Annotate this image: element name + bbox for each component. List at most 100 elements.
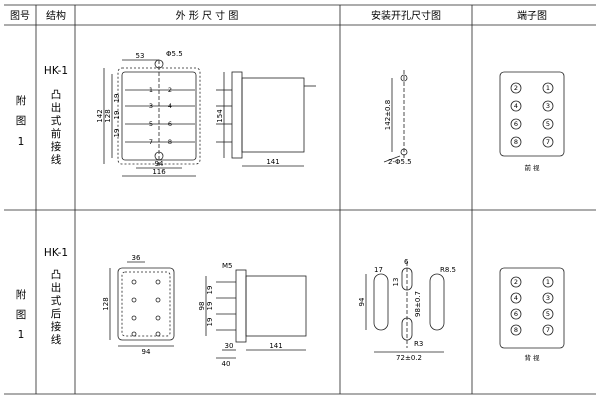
pin-label: 8 — [168, 138, 172, 146]
row2-body-outline — [117, 267, 175, 341]
terminal-label: 6 — [514, 310, 518, 318]
terminal-frame — [499, 71, 565, 157]
terminal-frame — [499, 267, 565, 349]
dim-label: R8.5 — [440, 266, 456, 274]
row1-side-labels: 154 141 — [216, 109, 280, 166]
header-mounting: 安装开孔尺寸图 — [371, 9, 441, 22]
dim-label: 19 — [113, 129, 121, 138]
pin-label: 2 — [168, 86, 172, 94]
header-dimensions: 外 形 尺 寸 图 — [176, 9, 239, 22]
row1-structure-char: 前 — [51, 127, 62, 140]
row2-cover-outline — [121, 271, 171, 337]
row1-terminal-diagram: 2 1 4 3 6 5 8 7 前 视 — [499, 71, 565, 172]
header-structure: 结构 — [46, 9, 66, 22]
row2-terminal-labels: 2 1 4 3 6 5 8 7 — [514, 278, 550, 334]
row2-terminal-diagram: 2 1 4 3 6 5 8 7 背 视 — [499, 267, 565, 362]
row2-fig-char: 附 — [16, 288, 27, 301]
row2-side-body — [245, 275, 307, 337]
table-header: 图号 结构 外 形 尺 寸 图 安装开孔尺寸图 端子图 — [10, 9, 547, 22]
row1-side-view: 154 141 — [216, 71, 316, 167]
row1-structure-char: 凸 — [51, 89, 62, 101]
terminal-label: 7 — [546, 138, 550, 146]
row2-side-view: M5 98 19 19 19 30 40 141 — [198, 262, 307, 368]
dim-label: 13 — [392, 278, 400, 287]
pin-label: 6 — [168, 120, 172, 128]
dim-label: 94 — [358, 297, 366, 306]
row1-pin-labels: 1 2 3 4 5 6 7 8 — [149, 86, 172, 146]
row1-terminal-labels: 2 1 4 3 6 5 8 7 — [514, 84, 550, 146]
row2-model: HK-1 — [44, 247, 68, 259]
terminal-label: 8 — [514, 326, 518, 334]
row2-side-labels: M5 98 19 19 19 30 40 141 — [198, 262, 283, 368]
terminal-label: 1 — [546, 84, 550, 92]
dim-label: 40 — [222, 360, 231, 368]
dim-label: 53 — [136, 52, 145, 60]
dim-label: 141 — [266, 158, 279, 166]
terminal-label: 1 — [546, 278, 550, 286]
terminal-label: 6 — [514, 120, 518, 128]
row2-rear-view: 36 128 94 — [102, 254, 175, 356]
header-figure-no: 图号 — [10, 10, 30, 22]
terminal-label: 5 — [546, 120, 550, 128]
terminal-label: 7 — [546, 326, 550, 334]
dim-label: 98±0.7 — [414, 291, 422, 317]
row1-mounting: 142±0.8 2-Φ5.5 — [383, 70, 412, 166]
dim-label: 6 — [404, 258, 409, 266]
dim-label: 19 — [206, 286, 214, 295]
row1-side-flange — [231, 71, 243, 159]
row2-structure-char: 出 — [51, 281, 62, 294]
dim-label: 94 — [142, 348, 151, 356]
row1-side-body — [241, 77, 305, 153]
dim-label: 154 — [216, 109, 224, 123]
dim-label: 19 — [206, 318, 214, 327]
mount-leader — [383, 155, 401, 163]
terminal-label: 4 — [514, 102, 518, 110]
row2-structure-char: 凸 — [51, 269, 62, 281]
row2-structure-char: 线 — [51, 333, 62, 346]
row1-figure-label: 附 图 1 — [16, 94, 27, 148]
dim-label: 142 — [96, 109, 104, 122]
view-label: 前 视 — [524, 163, 540, 172]
pin-label: 7 — [149, 138, 153, 146]
row2-side-pins — [216, 281, 236, 331]
row1-model: HK-1 — [44, 65, 68, 77]
dim-label: 19 — [206, 302, 214, 311]
row2-mounting: 17 6 R8.5 13 94 98±0.7 R3 72±0.2 — [358, 258, 456, 362]
row2-dimension-labels: 36 128 94 — [102, 254, 151, 356]
row2-terminals — [131, 279, 161, 337]
row2-structure-char: 后 — [51, 308, 62, 320]
dim-label: Φ5.5 — [166, 50, 183, 58]
terminal-label: 2 — [514, 84, 518, 92]
row2-side-flange — [235, 269, 247, 343]
row1-structure: HK-1 凸 出 式 前 接 线 — [44, 65, 68, 166]
dim-label: 116 — [152, 168, 166, 176]
row1-structure-char: 接 — [51, 140, 62, 153]
row1-fig-char: 附 — [16, 94, 27, 107]
row1-structure-char: 出 — [51, 101, 62, 114]
row2-structure: HK-1 凸 出 式 后 接 线 — [44, 247, 68, 346]
dim-label: 19 — [113, 94, 121, 103]
row1-fig-char: 图 — [16, 115, 27, 127]
pin-label: 1 — [149, 86, 153, 94]
row1-mounting-labels: 142±0.8 2-Φ5.5 — [384, 100, 412, 166]
dim-label: 72±0.2 — [396, 354, 422, 362]
terminal-label: 2 — [514, 278, 518, 286]
row2-fig-char: 图 — [16, 309, 27, 321]
pin-label: 3 — [149, 102, 153, 110]
dim-label: 30 — [225, 342, 234, 350]
row2-figure-label: 附 图 1 — [16, 288, 27, 341]
dim-label: 128 — [104, 109, 112, 122]
dim-label: 94 — [155, 160, 164, 168]
row1-front-view: 1 2 3 4 5 6 7 8 53 Φ5.5 142 128 19 19 1 9… — [96, 50, 201, 177]
terminal-label: 3 — [546, 102, 550, 110]
mount-hole-top — [400, 74, 408, 82]
row2-fig-char: 1 — [18, 329, 25, 341]
row1-structure-char: 线 — [51, 153, 62, 166]
terminal-label: 4 — [514, 294, 518, 302]
header-terminal: 端子图 — [517, 9, 547, 22]
view-label: 背 视 — [524, 353, 540, 362]
row2-structure-char: 接 — [51, 320, 62, 333]
row1-fig-char: 1 — [18, 136, 25, 148]
